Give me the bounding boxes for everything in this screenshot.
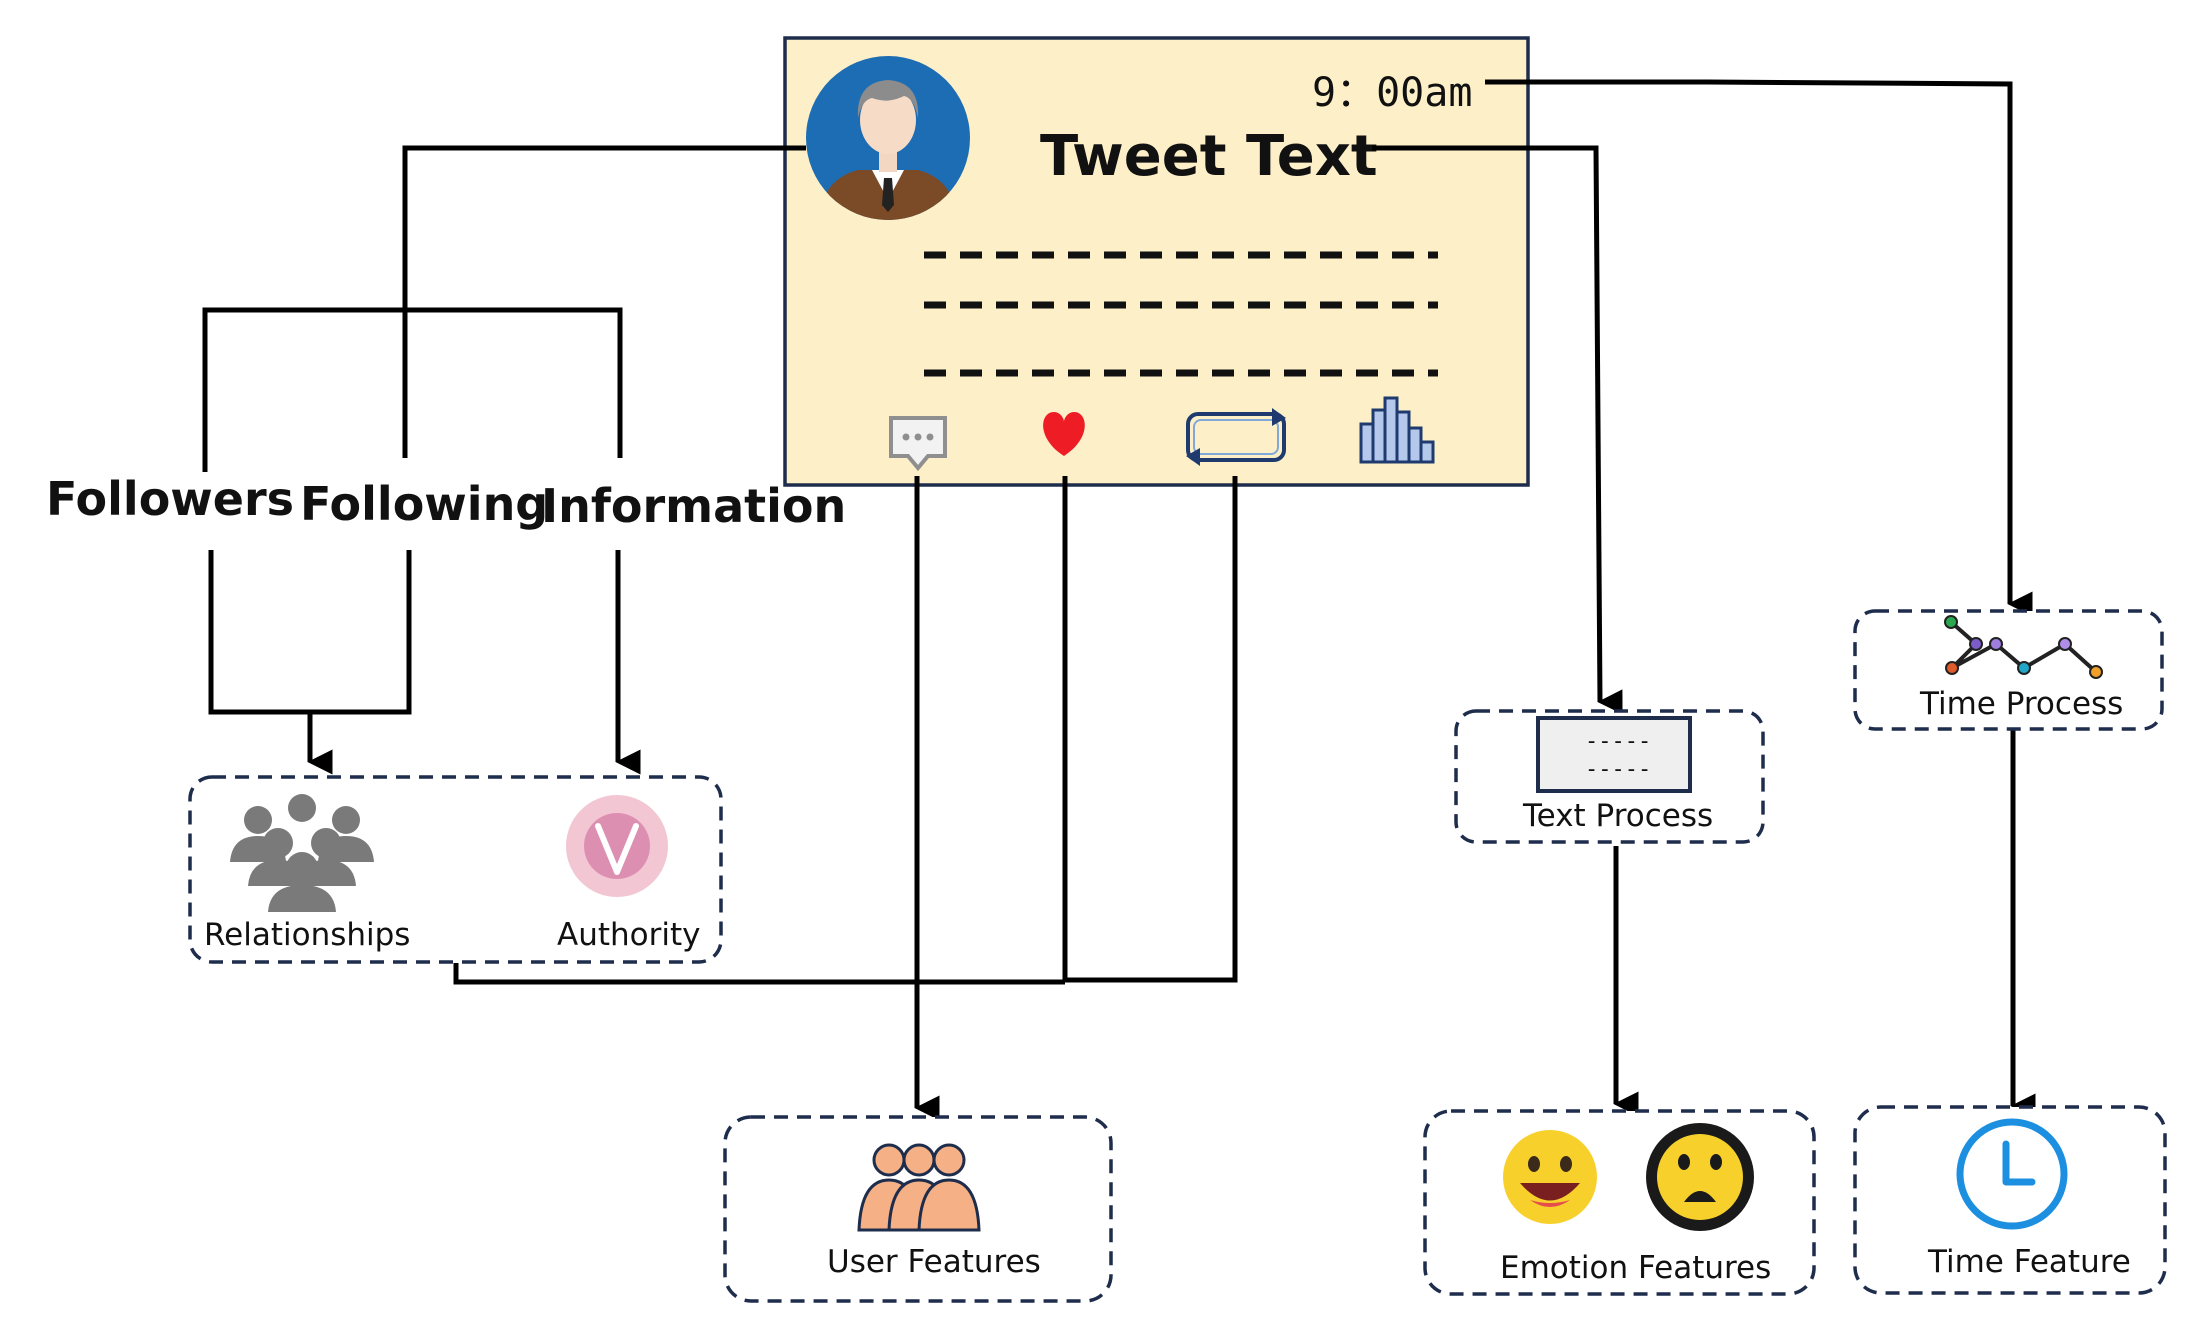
verified-v-icon [566,795,668,897]
tweet-title: Tweet Text [1040,124,1378,189]
text-process-label: Text Process [1522,798,1713,834]
authority-label: Authority [557,917,700,953]
relationships-label: Relationships [204,917,410,953]
text-process-line-2: ----- [1585,757,1651,782]
emotion-features-box: Emotion Features [1423,1109,1816,1296]
bar-chart-icon [1359,396,1435,464]
user-features-label: User Features [827,1244,1041,1280]
group-icon [230,794,374,912]
tweet-time: 9：00am [1312,70,1472,116]
time-feature-label: Time Feature [1927,1244,2131,1280]
document-icon: ----- ----- [1536,716,1692,793]
text-process-line-1: ----- [1585,729,1651,754]
user-features-box: User Features [723,1115,1113,1303]
user-avatar-icon [806,56,970,220]
heart-icon [1043,412,1085,456]
tweet-card: 9：00am Tweet Text [783,36,1530,487]
clock-icon [1956,1118,2068,1230]
time-feature-box: Time Feature [1853,1105,2167,1295]
connectors [202,79,2036,1121]
line-graph-icon [1944,615,2103,679]
comment-icon [889,416,947,472]
time-process-box: Time Process [1853,609,2164,731]
text-process-box: ----- ----- Text Process [1454,709,1765,844]
emotion-features-label: Emotion Features [1500,1250,1771,1286]
tweet-text-lines [924,251,1438,377]
retweet-icon [1186,408,1286,466]
sad-face-icon [1646,1123,1754,1231]
following-label: Following [300,477,548,531]
information-label: Information [541,479,846,533]
users-icon [857,1143,981,1232]
happy-face-icon [1503,1130,1597,1224]
followers-label: Followers [46,472,294,526]
time-process-label: Time Process [1919,686,2123,722]
relationships-authority-box: Relationships Authority [188,775,723,964]
